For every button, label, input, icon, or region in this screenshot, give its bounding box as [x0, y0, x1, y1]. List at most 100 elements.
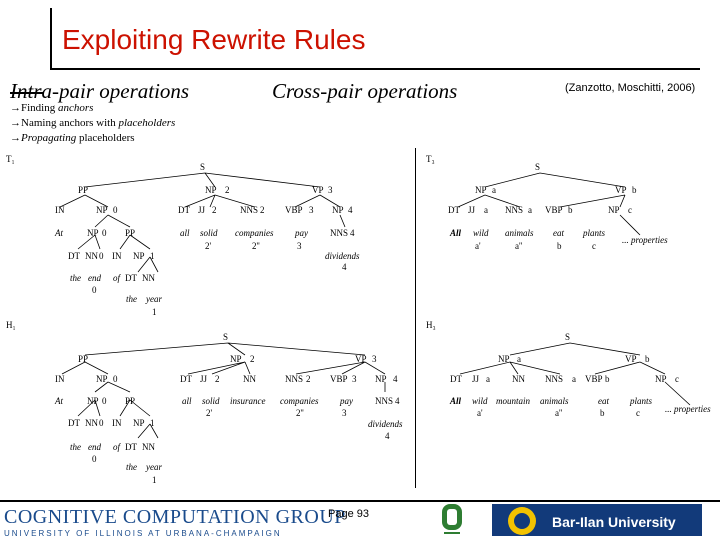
word: animals: [505, 228, 534, 238]
placeholder: 1: [152, 475, 157, 485]
citation: (Zanzotto, Moschitti, 2006): [565, 82, 696, 94]
word: solid: [200, 228, 218, 238]
placeholder: 0: [99, 418, 104, 428]
node-nn: NN: [142, 442, 155, 452]
node-s: S: [200, 162, 205, 172]
node-s: S: [223, 332, 228, 342]
node-np: NP: [375, 374, 387, 384]
placeholder: 0: [113, 205, 118, 215]
node-nn: NN: [85, 418, 98, 428]
tree-edges: [59, 172, 691, 439]
placeholder: 0: [102, 228, 107, 238]
word: wild: [473, 228, 489, 238]
placeholder: 2': [206, 408, 213, 418]
word: companies: [235, 228, 274, 238]
node-dt: DT: [180, 374, 192, 384]
word: plants: [629, 396, 653, 406]
word: eat: [553, 228, 564, 238]
placeholder: 3: [352, 374, 357, 384]
university-seal-icon: [442, 504, 462, 534]
node-in: IN: [55, 205, 65, 215]
placeholder: 3: [372, 354, 377, 364]
placeholder: 4: [393, 374, 398, 384]
placeholder: a'': [515, 241, 523, 251]
placeholder: 4: [342, 262, 347, 272]
word: ... properties: [622, 235, 668, 245]
tree-label-h1: H₁: [6, 320, 16, 330]
arrow-icon: →: [10, 132, 21, 144]
node-np: NP: [87, 228, 99, 238]
placeholder: 0: [99, 251, 104, 261]
bullet-propagating: →Propagating placeholders: [10, 132, 135, 144]
node-in: IN: [55, 374, 65, 384]
node-np: NP: [96, 374, 108, 384]
placeholder: 2: [306, 374, 311, 384]
node-np: NP: [87, 396, 99, 406]
node-nn: NN: [243, 374, 256, 384]
placeholder: b: [632, 185, 637, 195]
placeholder: 1: [150, 251, 155, 261]
node-nn: NN: [512, 374, 525, 384]
placeholder: 2'': [296, 408, 304, 418]
parse-tree-diagram: T₁ S PP NP 2 VP 3 IN NP 0 DT JJ 2 NNS 2 …: [6, 154, 711, 485]
tree-label-t3: T₃: [426, 154, 435, 164]
node-vp: VP: [625, 354, 637, 364]
node-in: IN: [112, 251, 122, 261]
node-nns: NNS: [545, 374, 563, 384]
placeholder: a: [572, 374, 576, 384]
placeholder: c: [592, 241, 596, 251]
bar-ilan-name: Bar-Ilan University: [552, 514, 676, 530]
placeholder: 2: [260, 205, 265, 215]
cross-pair-heading: Cross-pair operations: [272, 79, 458, 103]
word: insurance: [230, 396, 266, 406]
placeholder: b: [645, 354, 650, 364]
placeholder: 2: [250, 354, 255, 364]
placeholder: 3: [297, 241, 302, 251]
word: wild: [472, 396, 488, 406]
word: end: [88, 273, 101, 283]
placeholder: 4: [348, 205, 353, 215]
strike-mark: [10, 92, 44, 94]
word: the: [70, 442, 81, 452]
placeholder: 2: [225, 185, 230, 195]
node-np: NP: [133, 251, 145, 261]
node-dt: DT: [68, 251, 80, 261]
word: all: [182, 396, 192, 406]
node-vbp: VBP: [545, 205, 563, 215]
word: year: [145, 462, 162, 472]
ccg-name: COGNITIVE COMPUTATION GROUP: [4, 506, 346, 528]
node-vp: VP: [355, 354, 367, 364]
placeholder: 1: [150, 418, 155, 428]
placeholder: 3: [328, 185, 333, 195]
placeholder: a: [517, 354, 521, 364]
placeholder: b: [600, 408, 605, 418]
placeholder: 2: [215, 374, 220, 384]
node-s: S: [565, 332, 570, 342]
placeholder: a': [477, 408, 483, 418]
placeholder: b: [557, 241, 562, 251]
placeholder: 2': [205, 241, 212, 251]
ccg-logo: COGNITIVE COMPUTATION GROUP UNIVERSITY O…: [4, 506, 346, 538]
intra-pair-heading: Intra-pair operations: [10, 79, 190, 103]
node-jj: JJ: [200, 374, 208, 384]
tree-label-h3: H₃: [426, 320, 436, 330]
placeholder: 3: [342, 408, 347, 418]
node-vp: VP: [312, 185, 324, 195]
word: All: [449, 228, 462, 238]
placeholder: b: [605, 374, 610, 384]
tree-label-t1: T₁: [6, 154, 15, 164]
placeholder: a: [528, 205, 532, 215]
word: companies: [280, 396, 319, 406]
node-np: NP: [230, 354, 242, 364]
placeholder: 4: [395, 396, 400, 406]
word: year: [145, 294, 162, 304]
arrow-icon: →: [10, 117, 21, 129]
node-jj: JJ: [468, 205, 476, 215]
placeholder: 3: [309, 205, 314, 215]
word: solid: [202, 396, 220, 406]
title-vertical-rule: [50, 8, 52, 70]
placeholder: c: [675, 374, 679, 384]
placeholder: b: [568, 205, 573, 215]
word: pay: [294, 228, 308, 238]
node-np: NP: [205, 185, 217, 195]
